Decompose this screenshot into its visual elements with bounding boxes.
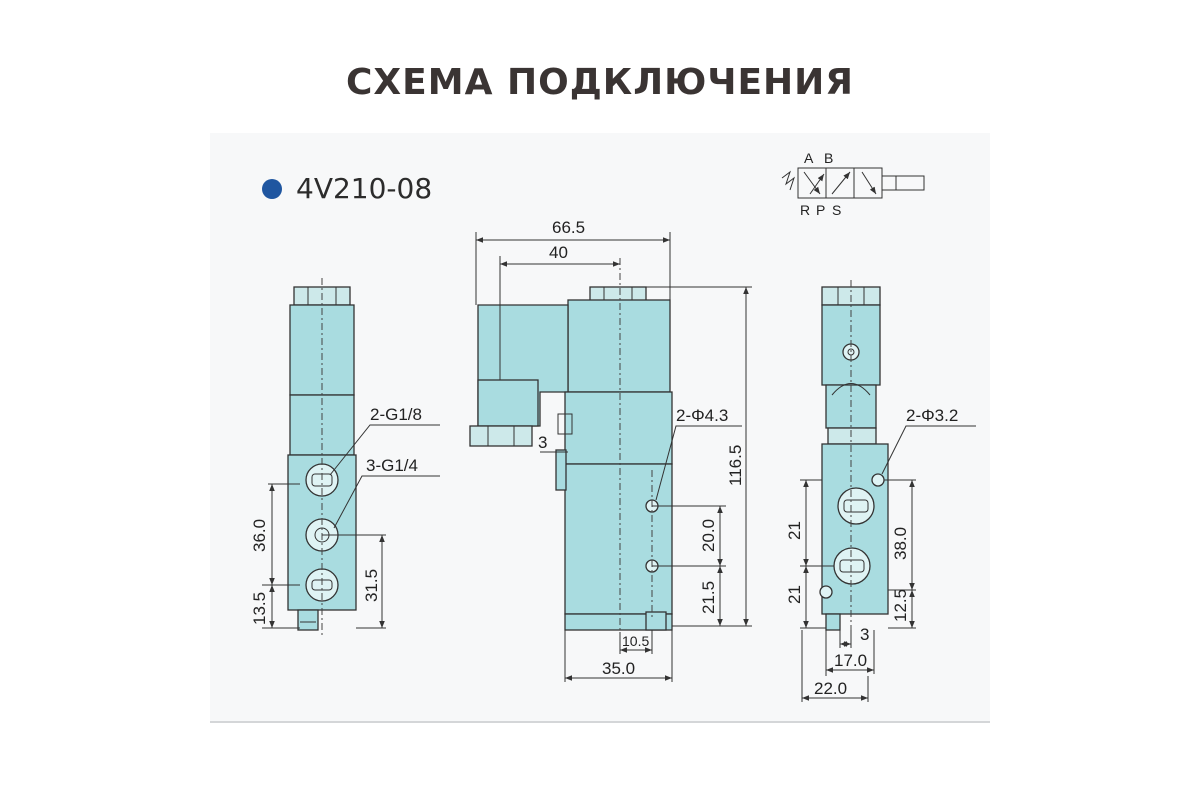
right-dim-22: 22.0 [814,679,847,698]
right-dim-21-lower: 21 [785,585,804,604]
middle-hole-label: 2-Φ4.3 [676,406,728,425]
middle-dim-3: 3 [538,433,547,452]
right-hole-label: 2-Φ3.2 [906,406,958,425]
valve-symbol: A B R P S [781,150,925,218]
right-hole-lower [819,585,833,599]
middle-valve-body [564,463,673,615]
right-dim-12-5: 12.5 [891,589,910,622]
symbol-port-p: P [816,202,825,218]
model-bullet-icon [262,178,282,199]
left-view: 2-G1/8 3-G1/4 36.0 13.5 31.5 [250,278,440,635]
left-thread-lower-label: 3-G1/4 [366,456,418,475]
right-dim-21-upper: 21 [785,521,804,540]
middle-dim-40: 40 [549,243,568,262]
right-hole-upper [871,473,885,487]
symbol-port-b: B [824,150,833,166]
left-dim-13-5: 13.5 [250,592,269,625]
right-dim-3: 3 [860,625,869,644]
right-valve-body [821,443,889,615]
symbol-port-r: R [800,202,810,218]
right-port-lower [833,547,871,585]
middle-view: 66.5 40 3 2-Φ4.3 116.5 20.0 21.5 10.5 35… [469,218,752,682]
panel-bottom-rule [210,721,990,723]
left-dim-36: 36.0 [250,519,269,552]
middle-dim-66-5: 66.5 [552,218,585,237]
middle-dim-21-5: 21.5 [699,581,718,614]
left-dim-31-5: 31.5 [362,569,381,602]
symbol-port-a: A [804,150,814,166]
symbol-solenoid [881,175,897,191]
symbol-port-s: S [832,202,841,218]
model-name: 4V210-08 [296,172,433,205]
middle-dim-116-5: 116.5 [726,445,745,486]
symbol-spring [781,170,795,191]
right-dim-17: 17.0 [834,651,867,670]
page-title: СХЕМА ПОДКЛЮЧЕНИЯ [345,62,855,103]
right-port-upper [837,487,875,525]
middle-coil [567,299,671,393]
middle-dim-20: 20.0 [699,519,718,552]
right-view: 2-Φ3.2 21 21 38.0 12.5 3 17.0 22.0 [785,280,976,702]
left-thread-upper-label: 2-G1/8 [370,405,422,424]
model-label: 4V210-08 [262,172,432,205]
middle-dim-35: 35.0 [602,659,635,678]
middle-dim-10-5: 10.5 [622,633,649,649]
right-dim-38: 38.0 [891,527,910,560]
